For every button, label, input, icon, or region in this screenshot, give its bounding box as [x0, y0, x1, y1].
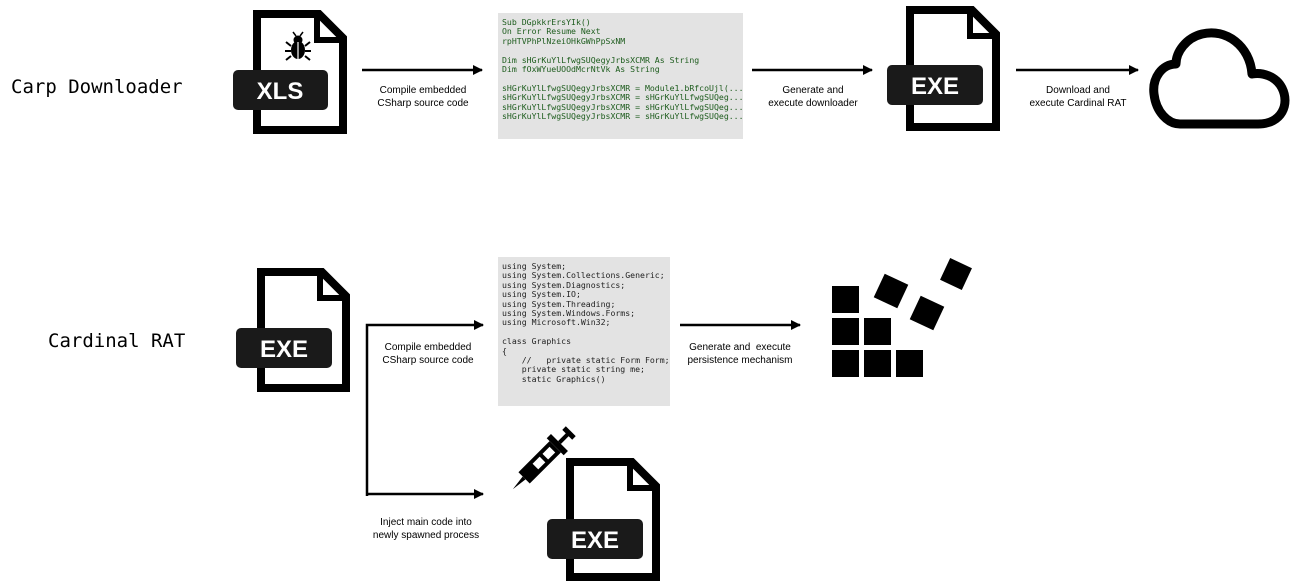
- code-line: Sub DGpkkrErsYIk(): [502, 17, 591, 27]
- code-line: On Error Resume Next: [502, 26, 601, 37]
- code-line: using Microsoft.Win32;: [502, 317, 611, 328]
- cloud-icon: [1149, 28, 1290, 129]
- code-line: sHGrKuYlLfwgSUQegyJrbsXCMR = sHGrKuYlLfw…: [502, 101, 744, 112]
- code-line: using System.Threading;: [502, 298, 616, 309]
- code-line: // private static Form Form;: [502, 354, 670, 365]
- code-line: static Graphics(): [502, 373, 606, 384]
- code-line: private static string me;: [502, 364, 645, 375]
- code-line: using System.Diagnostics;: [502, 279, 626, 290]
- code-line: class Graphics: [502, 336, 572, 347]
- syringe-icon: [512, 426, 576, 490]
- exe-top-label: EXE: [911, 73, 959, 100]
- arrow-cardinal-to-code: [365, 320, 484, 496]
- xls-document-icon: XLS: [233, 10, 347, 134]
- code-line: rpHTVPhPlNzeiOHkGWhPpSxNM: [502, 35, 626, 46]
- code-line: Dim fOxWYueUOOdMcrNtVk As String: [502, 63, 660, 74]
- code-line: sHGrKuYlLfwgSUQegyJrbsXCMR = sHGrKuYlLfw…: [502, 110, 744, 121]
- code-line: using System.Windows.Forms;: [502, 307, 636, 318]
- registry-icon: [832, 258, 972, 377]
- code-line: using System;: [502, 261, 567, 271]
- code-line: sHGrKuYlLfwgSUQegyJrbsXCMR = Module1.bRf…: [502, 82, 744, 93]
- row-label-carp: Carp Downloader: [11, 76, 183, 98]
- exe-cardinal-document-icon: EXE: [236, 268, 350, 392]
- code-line: sHGrKuYlLfwgSUQegyJrbsXCMR = sHGrKuYlLfw…: [502, 92, 744, 103]
- exe-injected-label: EXE: [571, 527, 619, 554]
- exe-cardinal-label: EXE: [260, 336, 308, 363]
- xls-label: XLS: [257, 78, 304, 105]
- code-line: Dim sHGrKuYlLfwgSUQegyJrbsXCMR As String: [502, 54, 700, 65]
- exe-downloader-document-icon: EXE: [887, 6, 1000, 131]
- csharp-code-snippet: using System;using System.Collections.Ge…: [498, 257, 670, 406]
- code-line: using System.Collections.Generic;: [502, 270, 665, 281]
- bug-icon: [285, 31, 311, 61]
- code-line: {: [502, 345, 507, 356]
- row-label-cardinal: Cardinal RAT: [48, 330, 186, 352]
- code-line: using System.IO;: [502, 289, 581, 300]
- exe-injected-document-icon: EXE: [547, 458, 660, 581]
